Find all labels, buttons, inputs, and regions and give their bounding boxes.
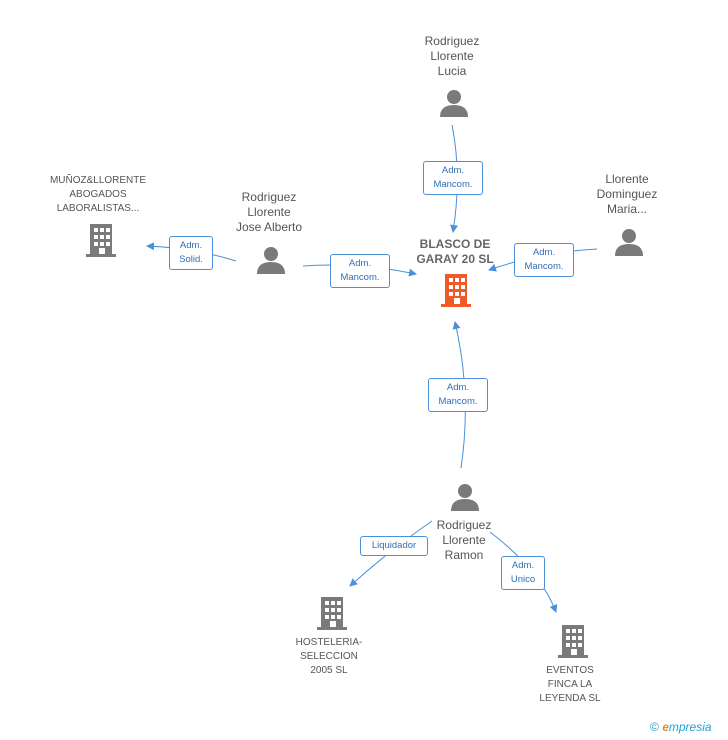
building-icon[interactable] <box>441 274 471 307</box>
label-line: BLASCO DE <box>419 237 491 251</box>
node-label-lucia[interactable]: Rodriguez Llorente Lucia <box>402 34 502 79</box>
person-icon[interactable] <box>615 229 643 256</box>
badge-line: Mancom. <box>438 396 478 407</box>
node-label-eventos[interactable]: EVENTOS FINCA LA LEYENDA SL <box>520 664 620 706</box>
node-label-maria[interactable]: Llorente Dominguez Maria... <box>577 172 677 217</box>
badge-line: Adm. <box>179 240 203 251</box>
badge-line: Adm. <box>511 560 535 571</box>
brand-logo-e: e <box>662 720 669 734</box>
label-line: Llorente <box>605 172 649 186</box>
label-line: 2005 SL <box>310 665 348 676</box>
person-icon[interactable] <box>257 247 285 274</box>
edge-label-jose-center[interactable]: Adm. Mancom. <box>330 254 390 288</box>
edge-label-ramon-center[interactable]: Adm. Mancom. <box>428 378 488 412</box>
label-line: Rodriguez <box>424 34 480 48</box>
badge-line: Mancom. <box>433 179 473 190</box>
label-line: EVENTOS <box>546 665 594 676</box>
copyright-icon: © <box>650 720 659 734</box>
brand-logo-text: mpresia <box>668 720 712 734</box>
label-line: Lucia <box>437 64 467 78</box>
label-line: Rodriguez <box>241 190 297 204</box>
label-line: FINCA LA <box>547 679 593 690</box>
person-icon[interactable] <box>440 90 468 117</box>
label-line: LEYENDA SL <box>539 693 601 704</box>
node-label-ramon[interactable]: Rodriguez Llorente Ramon <box>414 518 514 563</box>
badge-line: Solid. <box>179 254 203 265</box>
label-line: Ramon <box>444 548 484 562</box>
building-icon[interactable] <box>558 625 588 658</box>
badge-line: Liquidador <box>371 540 417 551</box>
edge-label-ramon-eventos[interactable]: Adm. Unico <box>501 556 545 590</box>
badge-line: Adm. <box>532 247 556 258</box>
label-line: HOSTELERIA- <box>295 637 363 648</box>
node-label-hosteleria[interactable]: HOSTELERIA- SELECCION 2005 SL <box>279 636 379 678</box>
label-line: Dominguez <box>596 187 658 201</box>
edge-label-maria-center[interactable]: Adm. Mancom. <box>514 243 574 277</box>
label-line: Llorente <box>442 533 486 547</box>
badge-line: Unico <box>510 574 536 585</box>
person-icon[interactable] <box>451 484 479 511</box>
label-line: Llorente <box>430 49 474 63</box>
label-line: ABOGADOS <box>69 189 127 200</box>
edge-label-lucia-center[interactable]: Adm. Mancom. <box>423 161 483 195</box>
badge-line: Adm. <box>441 165 465 176</box>
label-line: MUÑOZ&LLORENTE <box>49 175 147 186</box>
label-line: Jose Alberto <box>235 220 303 234</box>
label-line: Maria... <box>606 202 647 216</box>
badge-line: Adm. <box>446 382 470 393</box>
node-label-blasco-de-garay[interactable]: BLASCO DE GARAY 20 SL <box>405 237 505 267</box>
building-icon[interactable] <box>86 224 116 257</box>
label-line: LABORALISTAS... <box>56 203 140 214</box>
badge-line: Mancom. <box>524 261 564 272</box>
empresia-brand[interactable]: © empresia <box>650 720 712 734</box>
node-label-jose-alberto[interactable]: Rodriguez Llorente Jose Alberto <box>219 190 319 235</box>
node-label-munoz-llorente[interactable]: MUÑOZ&LLORENTE ABOGADOS LABORALISTAS... <box>43 174 153 216</box>
edge-label-ramon-hosteleria[interactable]: Liquidador <box>360 536 428 556</box>
label-line: GARAY 20 SL <box>416 252 494 266</box>
badge-line: Adm. <box>348 258 372 269</box>
label-line: Llorente <box>247 205 291 219</box>
edge-label-jose-munoz[interactable]: Adm. Solid. <box>169 236 213 270</box>
label-line: SELECCION <box>300 651 358 662</box>
badge-line: Mancom. <box>340 272 380 283</box>
building-icon[interactable] <box>317 597 347 630</box>
label-line: Rodriguez <box>436 518 492 532</box>
